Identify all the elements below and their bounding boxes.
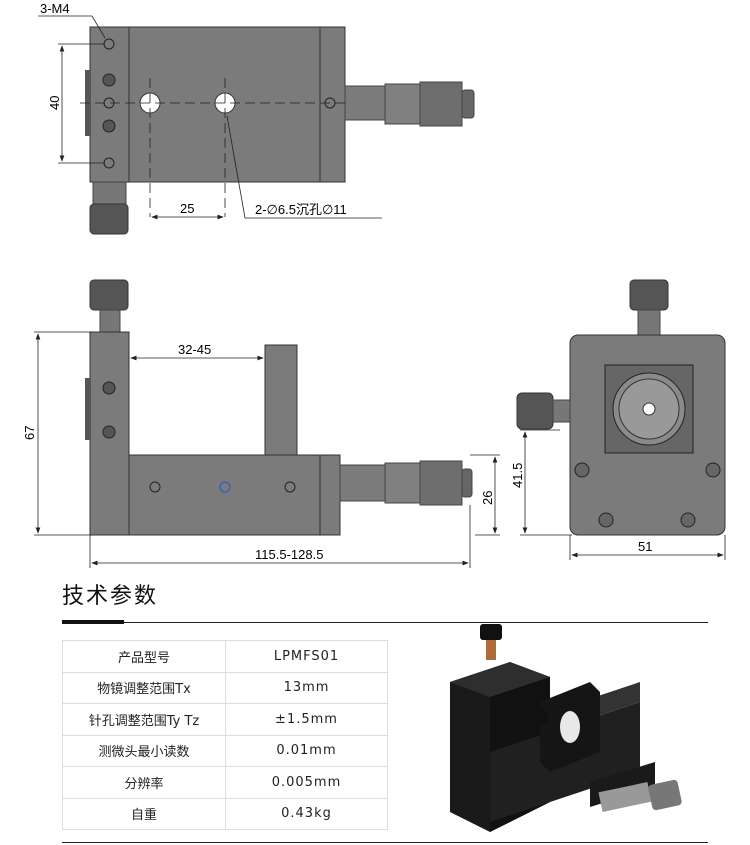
dim-25: 25	[180, 201, 194, 216]
bottom-divider	[62, 842, 708, 843]
spec-value: 0.005mm	[225, 766, 388, 799]
dim-32-45: 32-45	[178, 342, 211, 357]
table-row: 针孔调整范围Ty Tz±1.5mm	[62, 703, 388, 736]
dim-26: 26	[480, 491, 495, 505]
spec-label: 针孔调整范围Ty Tz	[62, 703, 226, 736]
front-view-drawing: 41.5 51	[510, 279, 726, 560]
dim-51: 51	[638, 539, 652, 554]
spec-value: LPMFS01	[225, 640, 388, 673]
dim-41-5: 41.5	[510, 463, 525, 488]
spec-value: 0.01mm	[225, 734, 388, 767]
spec-value: ±1.5mm	[225, 703, 388, 736]
dim-40: 40	[47, 96, 62, 110]
spec-label: 产品型号	[62, 640, 226, 673]
dim-115-128: 115.5-128.5	[255, 547, 323, 562]
spec-label: 分辨率	[62, 766, 226, 799]
product-photo	[450, 624, 682, 832]
spec-value: 0.43kg	[225, 797, 388, 830]
technical-drawings: 3-M4 40 25 2-∅6.5沉孔∅11 67 32-45 26 115	[22, 1, 726, 568]
spec-value: 13mm	[225, 671, 388, 704]
spec-label: 自重	[62, 797, 226, 830]
top-view-drawing: 3-M4 40 25 2-∅6.5沉孔∅11	[38, 1, 475, 235]
label-holes: 2-∅6.5沉孔∅11	[255, 202, 347, 217]
specs-heading: 技术参数	[62, 584, 159, 609]
heading-accent-bar	[62, 620, 124, 624]
side-view-drawing: 67 32-45 26 115.5-128.5	[22, 279, 500, 568]
label-thread: 3-M4	[40, 1, 70, 16]
dim-67: 67	[22, 426, 37, 440]
spec-label: 物镜调整范围Tx	[62, 671, 226, 704]
spec-label: 测微头最小读数	[62, 734, 226, 767]
heading-divider	[62, 622, 708, 623]
